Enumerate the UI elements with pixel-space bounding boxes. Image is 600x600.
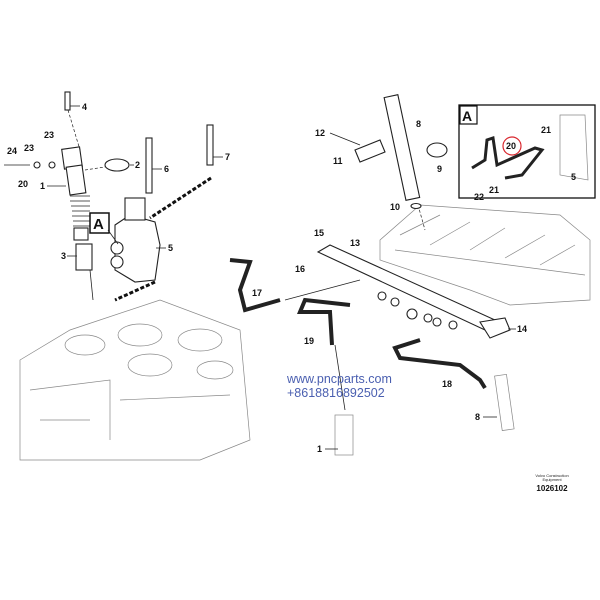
document-number: 1026102 — [536, 484, 568, 493]
brand-line-2: Equipment — [542, 477, 562, 482]
watermark-url: www.pncparts.com — [286, 372, 392, 386]
callout-8: 8 — [416, 119, 421, 129]
inset-callout-5: 5 — [571, 172, 576, 182]
pipe-18 — [392, 338, 487, 390]
view-marker-box — [89, 212, 110, 234]
o-ring — [104, 158, 130, 172]
fittings — [377, 291, 458, 330]
highlight-circle — [502, 136, 522, 156]
washer-10 — [410, 202, 422, 210]
callout-15: 15 — [314, 228, 324, 238]
view-marker: A — [93, 216, 104, 233]
callout-9: 9 — [437, 164, 442, 174]
injector-ghost-1 — [334, 414, 354, 456]
inset-callout-22: 22 — [474, 192, 484, 202]
bolt-6 — [145, 137, 153, 194]
callout-20: 20 — [18, 179, 28, 189]
callout-13: 13 — [350, 238, 360, 248]
fuel-rail — [316, 244, 496, 331]
watermark-phone: +8618816892502 — [287, 386, 385, 400]
pipe-19 — [297, 297, 351, 346]
callout-17: 17 — [252, 288, 262, 298]
callout-6: 6 — [164, 164, 169, 174]
callout-24: 24 — [7, 146, 17, 156]
callout-4: 4 — [82, 102, 87, 112]
callout-18: 18 — [442, 379, 452, 389]
detail-inset-a: A 20 21 21 22 5 — [458, 104, 596, 202]
injector-ghost-8 — [494, 374, 515, 431]
engine-block-left — [19, 299, 251, 461]
inset-callout-20: 20 — [506, 141, 516, 151]
bolt-7 — [206, 124, 214, 166]
o-ring-9 — [426, 142, 448, 158]
fuel-pump — [110, 197, 161, 283]
callout-12: 12 — [315, 128, 325, 138]
sensor-14 — [479, 317, 511, 339]
inset-callout-21: 21 — [489, 185, 499, 195]
inset-title: A — [462, 108, 472, 124]
callout-labels: 4 24 23 23 20 1 2 6 7 5 3 17 16 12 8 11 … — [7, 102, 527, 454]
callout-16: 16 — [295, 264, 305, 274]
inset-callout-21: 21 — [541, 125, 551, 135]
callout-10: 10 — [390, 202, 400, 212]
cylinder-head-right — [379, 204, 591, 306]
callout-19: 19 — [304, 336, 314, 346]
callout-1: 1 — [40, 181, 45, 191]
callout-23: 23 — [24, 143, 34, 153]
injector-right — [383, 94, 426, 231]
callout-2: 2 — [135, 160, 140, 170]
callout-11: 11 — [333, 156, 343, 166]
callout-8: 8 — [475, 412, 480, 422]
injector-left — [4, 91, 94, 301]
callout-3: 3 — [61, 251, 66, 261]
clamp-11 — [354, 139, 386, 163]
callout-23: 23 — [44, 130, 54, 140]
callout-1: 1 — [317, 444, 322, 454]
pipe-17 — [229, 258, 281, 313]
callout-5: 5 — [168, 243, 173, 253]
callout-14: 14 — [517, 324, 527, 334]
brand-line-1: Volvo Construction — [535, 473, 568, 478]
callout-7: 7 — [225, 152, 230, 162]
